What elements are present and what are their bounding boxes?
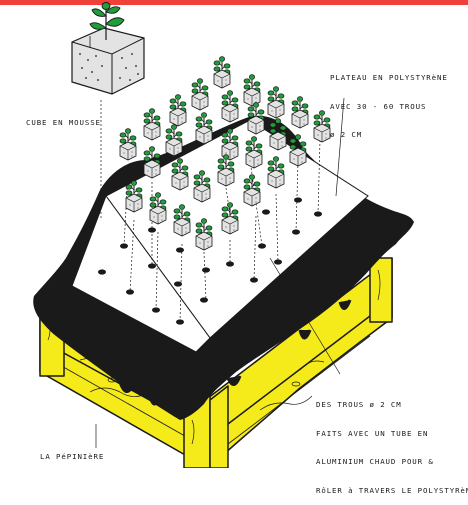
seedling-icon (214, 57, 230, 88)
label-holes: DES TROUS ø 2 CM FAITS AVEC UN TUBE EN A… (316, 381, 468, 505)
seedling-icon (120, 129, 136, 160)
seedling-icon (292, 97, 308, 128)
seedling-icon (222, 91, 238, 122)
seedling-icon (244, 75, 260, 106)
seedling-icon (314, 111, 330, 142)
foam-cube-icon (72, 3, 144, 95)
label-line: ALUMINIUM CHAUD POUR & (316, 457, 468, 467)
label-line: PLATEAU EN POLYSTYRèNE (330, 73, 448, 83)
label-line: ø 2 CM (330, 130, 448, 140)
label-foam-cube: CUBE EN MOUSSE (26, 118, 101, 128)
label-polystyrene-plate: PLATEAU EN POLYSTYRèNE AVEC 30 - 60 TROU… (330, 54, 448, 149)
seedling-icon (144, 109, 160, 140)
seedling-icon (196, 113, 212, 144)
seedling-icon (170, 95, 186, 126)
label-nursery: LA PéPINIèRE (40, 452, 104, 462)
label-line: DES TROUS ø 2 CM (316, 400, 468, 410)
seedling-icon (192, 79, 208, 110)
top-accent-bar (0, 0, 468, 5)
seedling-icon (268, 87, 284, 118)
seedling-icon (166, 125, 182, 156)
label-line: FAITS AVEC UN TUBE EN (316, 429, 468, 439)
label-line: RôLER à TRAVERS LE POLYSTYRèNE. (316, 486, 468, 496)
label-line: AVEC 30 - 60 TROUS (330, 102, 448, 112)
